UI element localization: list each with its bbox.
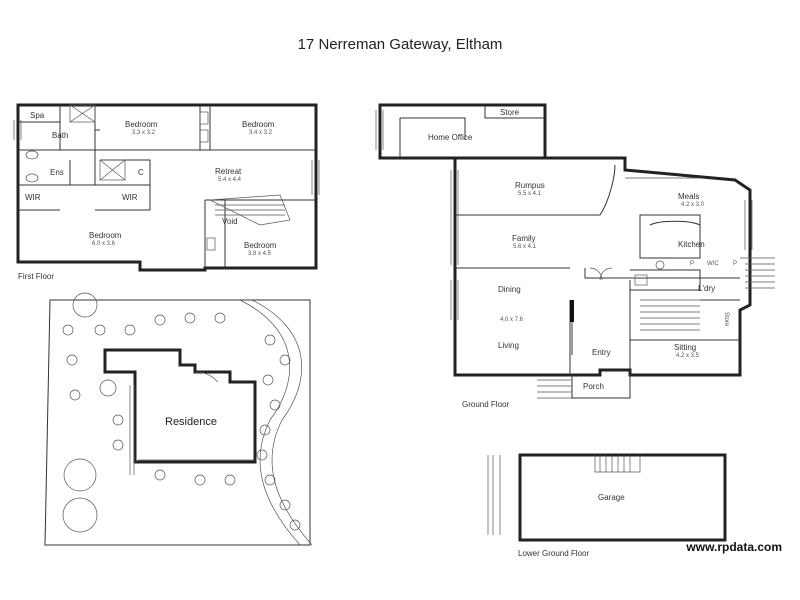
dining-label: Dining <box>498 285 521 294</box>
family-dim: 5.6 x 4.1 <box>513 244 537 250</box>
plan-title: 17 Nerreman Gateway, Eltham <box>297 36 503 53</box>
bedroom-4-label: Bedroom <box>244 241 277 250</box>
site-plan <box>44 292 313 546</box>
kitchen-label: Kitchen <box>678 240 705 249</box>
pantry-2-label: P <box>733 261 737 267</box>
c-label: C <box>138 168 144 177</box>
void-label: Void <box>222 217 238 226</box>
pantry-1-label: P <box>690 261 694 267</box>
ground-floor-plan <box>375 103 775 399</box>
wc-label: W/C <box>707 261 719 267</box>
bedroom-1-label: Bedroom <box>125 120 158 129</box>
retreat-dim: 5.4 x 4.4 <box>218 177 242 183</box>
garage-label: Garage <box>598 493 625 502</box>
wir-1-label: WIR <box>25 193 41 202</box>
first-floor-plan <box>13 103 320 272</box>
rumpus-label: Rumpus <box>515 181 545 190</box>
home-office-label: Home Office <box>428 133 473 142</box>
lower-ground-floor-label: Lower Ground Floor <box>518 549 589 558</box>
porch-label: Porch <box>583 382 604 391</box>
sitting-dim: 4.2 x 3.5 <box>676 353 700 359</box>
laundry-label: L'dry <box>698 284 715 293</box>
store-1-label: Store <box>500 108 520 117</box>
bedroom-2-dim: 3.4 x 3.2 <box>249 130 273 136</box>
spa-label: Spa <box>30 111 45 120</box>
family-label: Family <box>512 234 536 243</box>
bedroom-4-dim: 3.8 x 4.5 <box>248 251 272 257</box>
bath-label: Bath <box>52 131 68 140</box>
living-label: Living <box>498 341 519 350</box>
ground-floor-label: Ground Floor <box>462 400 509 409</box>
meals-label: Meals <box>678 192 699 201</box>
ens-label: Ens <box>50 168 64 177</box>
dining-living-dim: 4.0 x 7.6 <box>500 317 524 323</box>
bedroom-2-label: Bedroom <box>242 120 275 129</box>
entry-label: Entry <box>592 348 611 357</box>
bedroom-3-label: Bedroom <box>89 231 122 240</box>
residence-label: Residence <box>165 416 217 428</box>
lower-ground-plan <box>487 453 727 542</box>
rumpus-dim: 5.5 x 4.1 <box>518 191 542 197</box>
wir-2-label: WIR <box>122 193 138 202</box>
retreat-label: Retreat <box>215 167 242 176</box>
credit-watermark: www.rpdata.com <box>686 540 782 554</box>
store-2-label: Store <box>723 312 729 327</box>
bedroom-3-dim: 6.0 x 3.6 <box>92 241 116 247</box>
first-floor-label: First Floor <box>18 272 54 281</box>
sitting-label: Sitting <box>674 343 696 352</box>
bedroom-1-dim: 3.3 x 3.2 <box>132 130 156 136</box>
meals-dim: 4.2 x 3.0 <box>681 202 705 208</box>
